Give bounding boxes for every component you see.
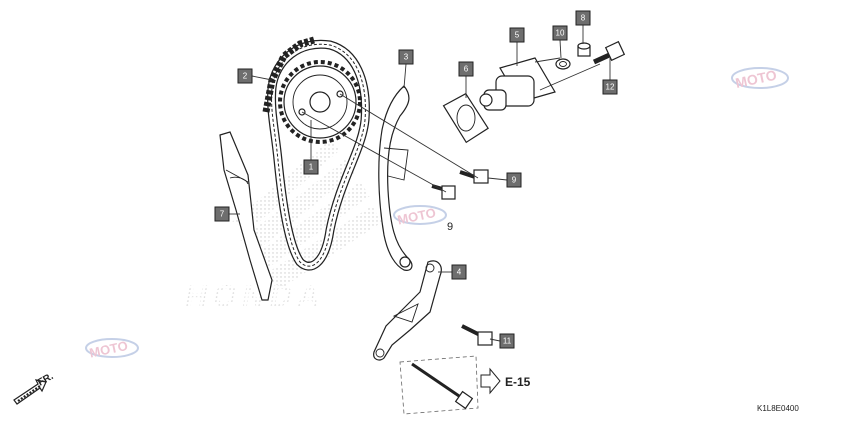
callout-2: 2 xyxy=(237,68,253,84)
mounting-bracket xyxy=(373,260,442,361)
tensioner-lifter xyxy=(479,57,556,111)
svg-text:12: 12 xyxy=(606,83,615,92)
callout-11: 11 xyxy=(499,333,515,349)
callout-7: 7 xyxy=(214,206,230,222)
cam-chain xyxy=(262,36,370,271)
cam-chain-guide xyxy=(219,131,273,301)
svg-text:2: 2 xyxy=(243,72,248,81)
moto-watermark-badge: MOTO xyxy=(85,338,139,361)
svg-text:1: 1 xyxy=(309,163,314,172)
cam-sprocket xyxy=(278,60,362,144)
svg-text:7: 7 xyxy=(220,210,225,219)
flange-bolt-9 xyxy=(459,169,489,184)
svg-text:10: 10 xyxy=(556,29,565,38)
diagram-code: K1L8E0400 xyxy=(757,404,799,413)
svg-text:3: 3 xyxy=(404,53,409,62)
callout-8: 8 xyxy=(575,10,591,26)
front-direction-arrow: FR. xyxy=(13,371,56,405)
flange-bolt-12 xyxy=(592,40,626,65)
callout-12: 12 xyxy=(602,79,618,95)
callout-5: 5 xyxy=(509,27,525,43)
svg-text:11: 11 xyxy=(503,337,512,346)
honda-watermark-text: HONDA xyxy=(183,280,329,313)
tensioner-gasket xyxy=(442,92,489,144)
front-label: FR. xyxy=(36,371,56,389)
flange-bolt-11 xyxy=(461,324,493,346)
plain-label-9: 9 xyxy=(447,221,453,233)
reference-arrow: E-15 xyxy=(480,367,531,395)
svg-text:4: 4 xyxy=(457,268,462,277)
svg-text:9: 9 xyxy=(512,176,517,185)
svg-text:6: 6 xyxy=(464,65,469,74)
callout-6: 6 xyxy=(458,61,474,77)
svg-text:8: 8 xyxy=(581,14,586,23)
reference-label: E-15 xyxy=(505,375,531,389)
callout-10: 10 xyxy=(552,25,568,41)
callout-1: 1 xyxy=(303,159,319,175)
long-stud-bolt xyxy=(399,355,479,415)
callout-4: 4 xyxy=(451,264,467,280)
moto-watermark-badge: MOTO xyxy=(393,205,447,228)
sealing-bolt xyxy=(577,42,591,57)
callout-3: 3 xyxy=(398,49,414,65)
moto-watermark-badge: MOTO xyxy=(731,67,789,91)
callout-9: 9 xyxy=(506,172,522,188)
sealing-washer xyxy=(555,58,571,70)
leader-lines xyxy=(229,25,611,342)
chain-tensioner-arm xyxy=(378,85,413,271)
svg-text:5: 5 xyxy=(515,31,520,40)
flange-bolt-9b xyxy=(431,184,456,200)
